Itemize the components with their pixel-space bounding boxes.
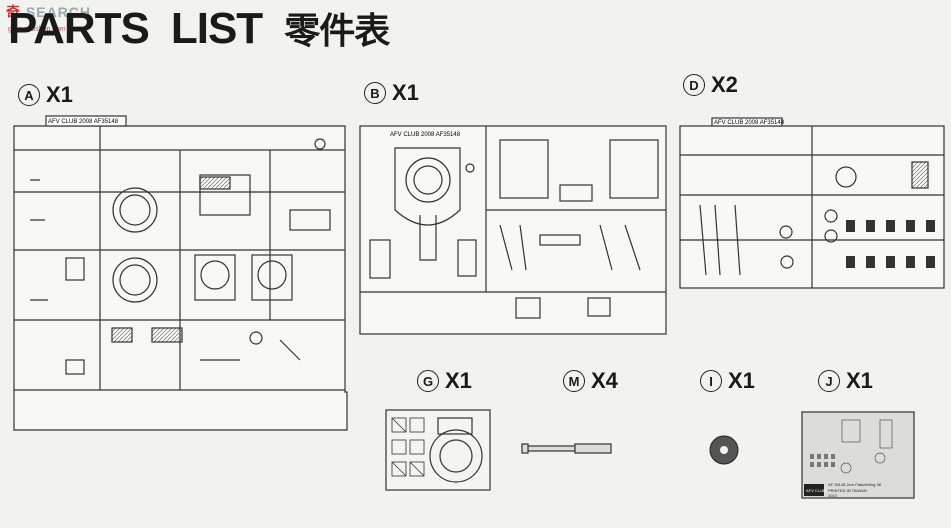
part-count: X1 <box>445 368 472 393</box>
title-word-list: LIST <box>170 4 263 53</box>
sprue-d <box>679 117 945 289</box>
part-id-badge: D <box>683 74 705 96</box>
sprue-d-tag: AFV CLUB 2008 AF35148 <box>714 120 785 126</box>
title-chinese: 零件表 <box>284 11 390 52</box>
title-word-parts: PARTS <box>8 4 150 53</box>
part-count: X1 <box>728 368 755 393</box>
part-id-badge: I <box>700 370 722 392</box>
part-label-d: D X2 <box>683 72 738 98</box>
barrel-m <box>521 443 612 454</box>
photo-etch-g <box>385 409 491 491</box>
part-id-badge: M <box>563 370 585 392</box>
decal-logo: AFV CLUB <box>806 488 826 493</box>
part-label-j: J X1 <box>818 368 873 394</box>
watermark-subtext: go.modoshop.com <box>8 26 66 33</box>
part-label-m: M X4 <box>563 368 618 394</box>
part-count: X1 <box>46 82 73 107</box>
decal-line-2: PRINTED IN TAIWAN <box>828 488 867 493</box>
part-id-badge: B <box>364 82 386 104</box>
part-label-i: I X1 <box>700 368 755 394</box>
part-count: X2 <box>711 72 738 97</box>
part-count: X1 <box>392 80 419 105</box>
part-label-b: B X1 <box>364 80 419 106</box>
page-title: PARTS LIST 零件表 <box>8 2 411 54</box>
decal-sheet-j <box>801 411 915 499</box>
decal-line-1: AF 35148 2cm Flakvierling 38 <box>828 482 882 487</box>
decal-line-3: 2010 <box>828 493 838 498</box>
part-label-g: G X1 <box>417 368 472 394</box>
part-id-badge: A <box>18 84 40 106</box>
sprue-b <box>359 125 667 335</box>
part-id-badge: G <box>417 370 439 392</box>
watermark: 奇 SEARCH <box>6 4 92 20</box>
part-count: X1 <box>846 368 873 393</box>
sprue-a <box>13 115 348 431</box>
part-label-a: A X1 <box>18 82 73 108</box>
sprue-b-tag: AFV CLUB 2008 AF35148 <box>390 132 461 138</box>
washer-i <box>709 435 739 465</box>
sprue-a-tag: AFV CLUB 2008 AF35148 <box>48 119 119 125</box>
part-id-badge: J <box>818 370 840 392</box>
part-count: X4 <box>591 368 618 393</box>
